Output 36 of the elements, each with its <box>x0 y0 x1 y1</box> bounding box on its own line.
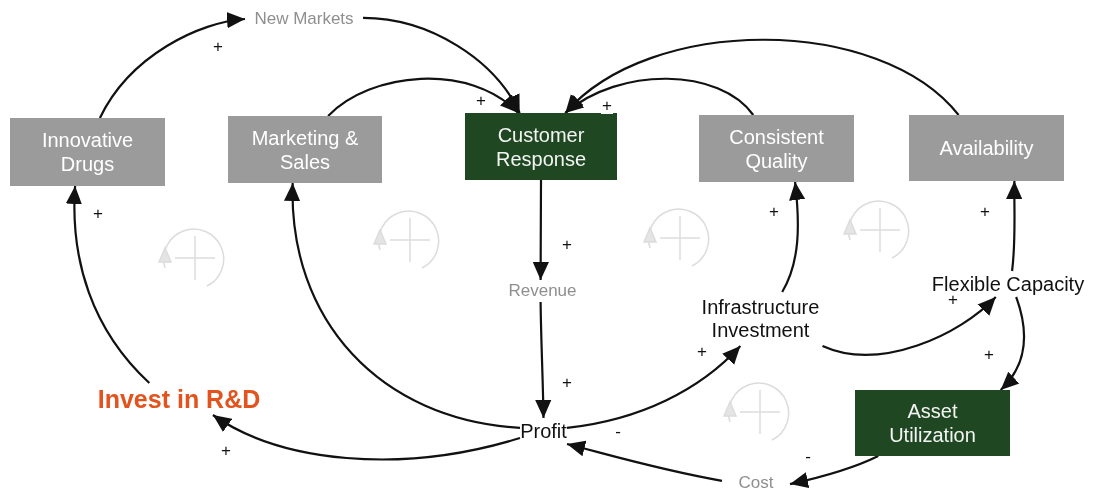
causal-arrow <box>1006 181 1023 272</box>
key-factor-box <box>465 113 617 180</box>
box-label: Availability <box>939 136 1034 160</box>
causal-arrow <box>566 345 742 429</box>
key-factor-box <box>855 390 1010 456</box>
variable-label: Infrastructure Investment <box>683 292 838 346</box>
box-label: Asset Utilization <box>888 399 977 447</box>
causal-arrow <box>999 296 1025 391</box>
faint-variable-label: New Markets <box>245 8 363 30</box>
factor-box <box>10 118 165 186</box>
variable-label: Profit <box>520 418 567 444</box>
highlighted-variable-label: Invest in R&D <box>73 383 285 415</box>
causal-arrow <box>566 440 723 482</box>
causal-arrow <box>781 181 806 293</box>
polarity-sign: + <box>601 98 613 114</box>
causal-arrow <box>212 414 521 461</box>
causal-arrow <box>362 16 521 114</box>
causal-arrow <box>327 77 519 117</box>
causal-arrow <box>66 185 151 384</box>
box-label: Consistent Quality <box>728 124 825 173</box>
causal-arrow <box>98 13 246 119</box>
causal-arrow <box>789 455 879 489</box>
box-label: Innovative Drugs <box>40 128 135 176</box>
causal-arrow <box>285 182 521 429</box>
box-label: Marketing & Sales <box>250 125 360 174</box>
causal-arrow <box>564 38 960 116</box>
causal-arrow <box>535 302 552 418</box>
faint-variable-label: Revenue <box>495 280 590 302</box>
faint-variable-label: Cost <box>722 472 790 494</box>
factor-box <box>909 115 1064 181</box>
box-label: Customer Response <box>494 122 588 171</box>
factor-box <box>699 115 854 182</box>
causal-arrow <box>532 180 549 280</box>
causal-arrow <box>822 296 997 356</box>
factor-box <box>228 116 382 183</box>
causal-arrow <box>564 77 755 116</box>
